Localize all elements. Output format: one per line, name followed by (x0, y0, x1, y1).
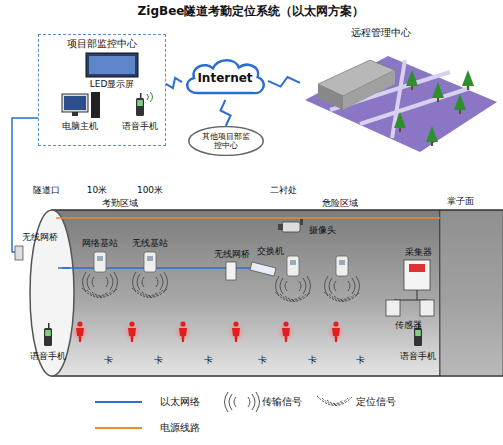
legend-label: 定位信号 (356, 396, 396, 408)
other-center-ellipse: 其他项目部监控中心 (188, 126, 264, 156)
text-label: 卡 (308, 355, 317, 366)
legend-label: 电源线路 (160, 422, 200, 434)
text-label: 电脑主机 (62, 121, 98, 132)
text-label: 卡 (104, 355, 113, 366)
node-label: Internet (197, 71, 252, 85)
signal-connector (268, 77, 300, 87)
text-label: 传感器 (395, 320, 422, 331)
text-label: 卡 (258, 355, 267, 366)
text-label: 无线网桥 (214, 249, 250, 260)
text-label: 隧道口 (33, 185, 60, 196)
legend-label: 以太网络 (160, 396, 200, 408)
signal-connector (166, 78, 182, 88)
text-label: 网络基站 (82, 238, 118, 249)
ellipse-shape (189, 127, 263, 156)
node-label: 其他项目部监控中心 (201, 132, 251, 150)
text-label: 危险区域 (322, 198, 358, 209)
monitor-illustration (62, 53, 153, 118)
text-label: 100米 (137, 185, 163, 196)
text-label: 卡 (154, 355, 163, 366)
text-label: 语音手机 (30, 351, 66, 362)
internet-cloud: Internet (182, 56, 268, 100)
text-label: 卡 (356, 355, 365, 366)
legend-label: 传输信号 (262, 396, 302, 408)
text-label: 采集器 (405, 247, 432, 258)
text-label: 卡 (204, 355, 213, 366)
remote-center-area: 远程管理中心 (300, 26, 462, 150)
text-label: 掌子面 (447, 196, 474, 207)
text-label: 考勤区域 (102, 198, 138, 209)
text-label: 二衬处 (270, 185, 297, 196)
text-label: 无线网桥 (22, 232, 58, 243)
node-label: 远程管理中心 (300, 26, 462, 40)
text-label: 10米 (87, 185, 107, 196)
text-label: LED显示屏 (90, 79, 135, 90)
text-label: 语音手机 (400, 351, 436, 362)
text-label: 交换机 (257, 246, 284, 257)
diagram-title: ZigBee隧道考勤定位系统（以太网方案） (138, 4, 365, 18)
node-label: 项目部监控中心 (41, 37, 163, 51)
remote-center-illustration (305, 56, 497, 152)
signal-connector (221, 100, 231, 126)
tunnel-illustration (12, 118, 503, 376)
cloud-shape (187, 60, 264, 93)
text-label: 摄像头 (309, 225, 336, 236)
text-label: 无线基站 (132, 238, 168, 249)
text-label: 语音手机 (122, 121, 158, 132)
legend-samples (95, 392, 353, 428)
